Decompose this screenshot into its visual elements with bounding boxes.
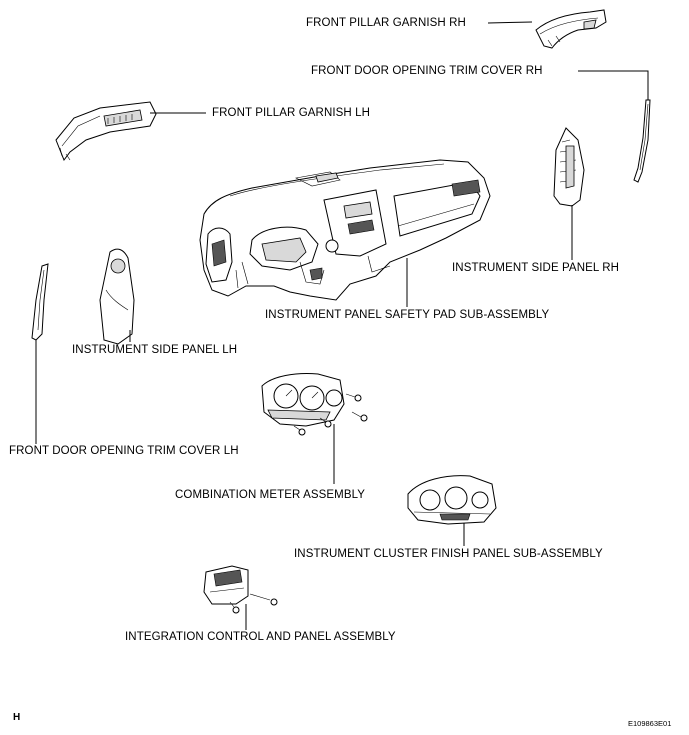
front-pillar-garnish-rh-part <box>535 9 607 49</box>
instrument-side-panel-lh-part <box>99 248 135 345</box>
label-front-door-opening-trim-cover-rh: FRONT DOOR OPENING TRIM COVER RH <box>311 65 543 77</box>
label-instrument-cluster-finish-panel: INSTRUMENT CLUSTER FINISH PANEL SUB-ASSE… <box>294 548 603 560</box>
label-front-pillar-garnish-rh: FRONT PILLAR GARNISH RH <box>306 17 466 29</box>
leader-pillar-rh <box>487 21 533 24</box>
front-door-trim-cover-lh-part <box>31 263 49 341</box>
instrument-panel-safety-pad-part <box>199 159 491 301</box>
instrument-side-panel-rh-part <box>553 127 585 207</box>
front-pillar-garnish-lh-part <box>55 101 157 162</box>
corner-code-left: H <box>13 712 21 723</box>
label-front-door-opening-trim-cover-lh: FRONT DOOR OPENING TRIM COVER LH <box>9 445 239 457</box>
label-instrument-side-panel-lh: INSTRUMENT SIDE PANEL LH <box>72 344 238 356</box>
front-door-trim-cover-rh-part <box>633 99 651 183</box>
cluster-finish-panel-part <box>407 475 497 525</box>
combination-meter-part <box>261 373 345 427</box>
label-integration-control-panel: INTEGRATION CONTROL AND PANEL ASSEMBLY <box>125 631 396 643</box>
label-instrument-panel-safety-pad: INSTRUMENT PANEL SAFETY PAD SUB-ASSEMBLY <box>265 309 550 321</box>
label-instrument-side-panel-rh: INSTRUMENT SIDE PANEL RH <box>452 262 620 274</box>
meter-screws <box>293 393 368 436</box>
leader-trim-rh <box>578 70 649 100</box>
label-front-pillar-garnish-lh: FRONT PILLAR GARNISH LH <box>212 107 371 119</box>
integration-control-part <box>203 565 278 614</box>
corner-code-right: E109863E01 <box>628 719 672 728</box>
label-combination-meter-assembly: COMBINATION METER ASSEMBLY <box>175 489 366 501</box>
